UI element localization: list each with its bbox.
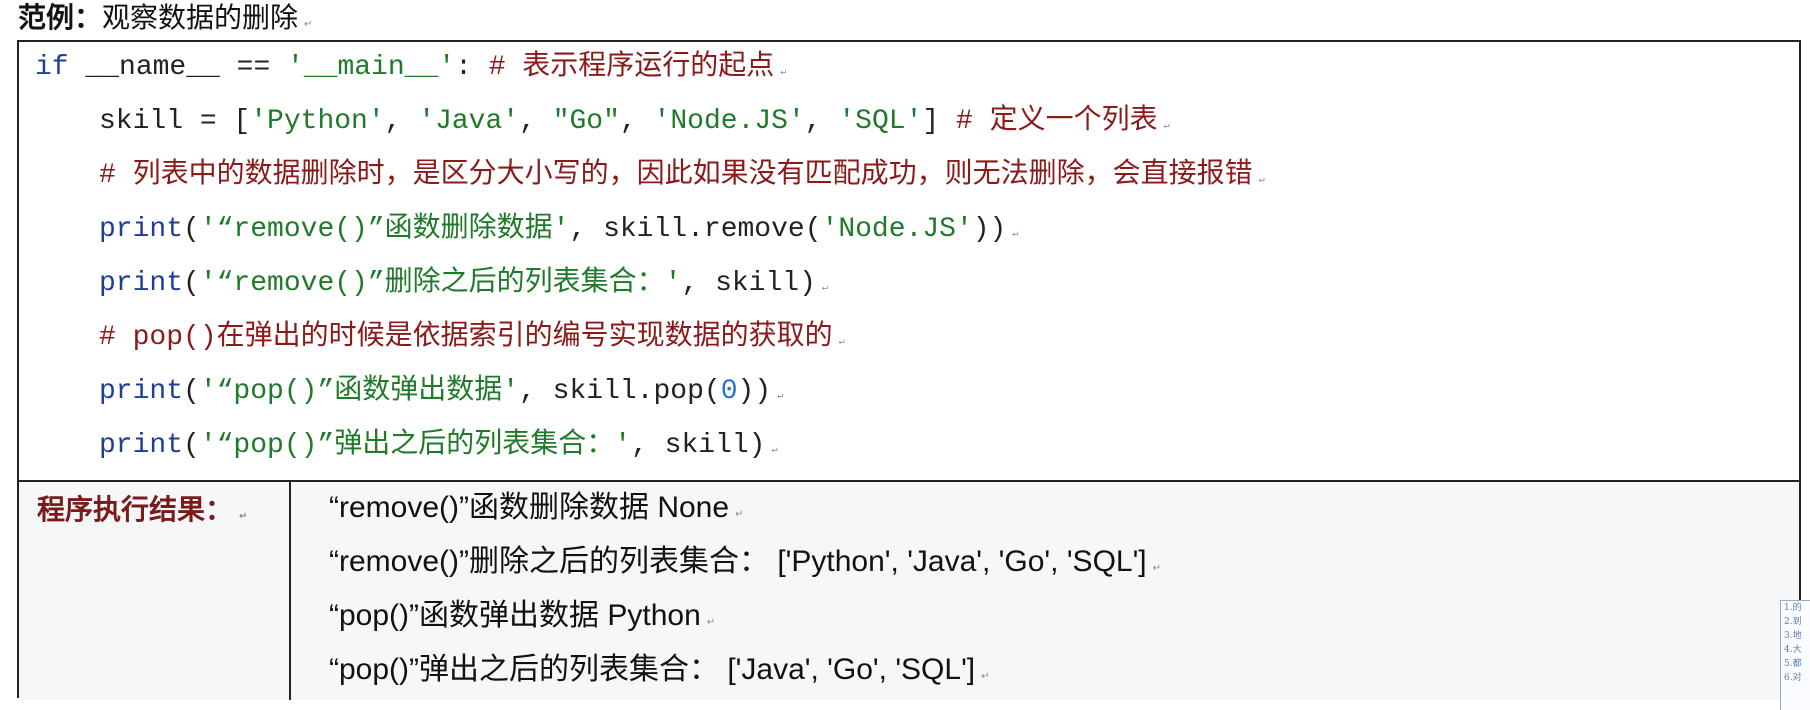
code-token: )) [972,214,1007,245]
side-note-line: 2.到 [1784,617,1802,627]
code-token: 'Node.JS' [653,106,805,137]
code-token: # pop()在弹出的时候是依据索引的编号实现数据的获取的 [99,322,833,353]
code-token: ] [922,106,956,137]
code-line: # 列表中的数据删除时，是区分大小写的，因此如果没有匹配成功，则无法删除，会直接… [99,156,1265,196]
code-line: print('“pop()”函数弹出数据', skill.pop(0)) ↵ [99,372,783,412]
paragraph-mark-icon: ↵ [1258,175,1265,186]
code-token: # 列表中的数据删除时，是区分大小写的，因此如果没有匹配成功，则无法删除，会直接… [99,160,1253,191]
code-token: 'SQL' [838,106,923,137]
paragraph-mark-icon: ↵ [706,617,716,628]
code-token: skill = [ [99,106,251,137]
code-token: 'Java' [418,106,520,137]
result-label: 程序执行结果：↵ [37,490,247,537]
code-example-frame: if __name__ == '__main__': # 表示程序运行的起点↵s… [17,40,1801,700]
result-section: 程序执行结果：↵ “remove()”函数删除数据 None↵ “remove(… [19,480,1799,700]
code-token: ( [183,214,200,245]
code-token: # 定义一个列表 [956,106,1158,137]
code-line: print('“remove()”函数删除数据', skill.remove('… [99,210,1018,250]
code-token: 'Python' [250,106,385,137]
paragraph-mark-icon: ↵ [780,67,787,78]
code-token: , skill.pop( [519,376,721,407]
side-note-line: 6.对 [1784,673,1802,683]
code-token: '“remove()”删除之后的列表集合：' [199,268,682,299]
side-note-panel: 1.的 2.到 3.地 4.大 5.都 6.对 [1780,600,1810,710]
result-line: “remove()”删除之后的列表集合： ['Python', 'Java', … [329,542,1161,589]
paragraph-mark-icon: ↵ [838,337,845,348]
code-token: , skill) [681,268,816,299]
code-token: , [804,106,839,137]
side-note-line: 4.大 [1784,645,1802,655]
code-token: # 表示程序运行的起点 [488,52,775,83]
code-token: print [99,268,184,299]
code-token: , skill) [631,430,766,461]
code-line: print('“remove()”删除之后的列表集合：', skill) ↵ [99,264,828,304]
code-line: # pop()在弹出的时候是依据索引的编号实现数据的获取的 ↵ [99,318,845,358]
side-note-line: 3.地 [1784,631,1802,641]
code-token: if [35,52,69,83]
code-token: ( [183,430,200,461]
paragraph-mark-icon: ↵ [735,509,744,520]
code-token: , [619,106,654,137]
code-token: , [519,106,553,137]
heading-title: 观察数据的删除 [102,1,299,34]
result-line: “pop()”函数弹出数据 Python↵ [329,596,715,643]
example-heading: 范例：观察数据的删除 ↵ [18,0,312,36]
result-line: “pop()”弹出之后的列表集合： ['Java', 'Go', 'SQL']↵ [329,650,990,697]
paragraph-mark-icon: ↵ [771,445,778,456]
paragraph-mark-icon: ↵ [1152,563,1162,574]
code-token: '“pop()”弹出之后的列表集合：' [199,430,632,461]
result-line: “remove()”函数删除数据 None↵ [329,488,743,535]
paragraph-mark-icon: ↵ [981,671,990,682]
side-note-line: 5.都 [1784,659,1802,669]
code-token: "Go" [552,106,620,137]
side-note-line: 1.的 [1784,603,1802,613]
paragraph-mark-icon: ↵ [1012,229,1019,240]
paragraph-mark-icon: ↵ [821,283,828,294]
code-token: ( [183,376,200,407]
code-token: , skill.remove( [569,214,822,245]
code-token: '“pop()”函数弹出数据' [199,376,520,407]
code-line: if __name__ == '__main__': # 表示程序运行的起点 ↵ [35,48,786,88]
code-token: )) [737,376,772,407]
code-block: if __name__ == '__main__': # 表示程序运行的起点↵s… [19,42,1799,480]
code-token: '__main__' [287,52,456,83]
code-token: ( [183,268,200,299]
result-label-cell: 程序执行结果：↵ [19,482,291,700]
code-token: 'Node.JS' [821,214,973,245]
code-token: print [99,214,184,245]
code-token: __name__ == [68,52,288,83]
code-token: 0 [720,376,738,407]
heading-label: 范例： [18,1,103,34]
code-token: '“remove()”函数删除数据' [199,214,570,245]
code-token: print [99,430,184,461]
code-line: print('“pop()”弹出之后的列表集合：', skill) ↵ [99,426,778,466]
paragraph-mark-icon: ↵ [304,19,313,30]
code-line: skill = ['Python', 'Java', "Go", 'Node.J… [99,102,1170,142]
code-token: , [384,106,419,137]
code-token: print [99,376,184,407]
code-token: : [455,52,489,83]
paragraph-mark-icon: ↵ [777,391,784,402]
paragraph-mark-icon: ↵ [239,511,248,522]
paragraph-mark-icon: ↵ [1163,121,1170,132]
